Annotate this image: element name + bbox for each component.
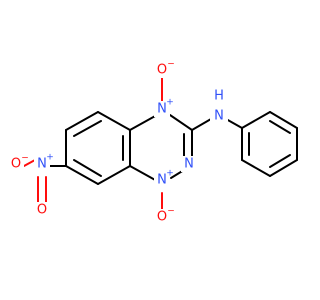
atom-n2: N (184, 157, 194, 172)
bond-layer (23, 77, 298, 219)
atom-n3-charge: + (166, 169, 174, 179)
bond-nitro-o-top (23, 159, 36, 167)
bond-ph-4-5 (269, 159, 298, 177)
atom-o1-charge: − (167, 60, 175, 70)
bond-c4a-c5 (97, 111, 131, 131)
atom-label-layer: N + O − H N N N + O − N + (8, 60, 228, 225)
bond-ph-5-6 (241, 159, 271, 177)
atom-o3: O (157, 210, 167, 225)
molecule-diagram: N + O − H N N N + O − N + (8, 59, 298, 225)
bond-c3-nh (191, 118, 212, 131)
atom-n1: N (157, 102, 167, 117)
atom-n1-charge: + (166, 98, 174, 108)
bond-ph-2-3-inner (269, 120, 291, 134)
nitro-o-top-label-bg (8, 156, 24, 172)
n1-label-bg (154, 101, 170, 117)
nitro-n-label-bg (34, 156, 50, 172)
n2-label-bg (181, 156, 197, 172)
n3-label-bg (154, 172, 170, 188)
molecule-structure: N + O − H N N N + O − N + (8, 59, 298, 225)
nh-label-bg (210, 104, 228, 128)
atom-nitro-n: N (37, 157, 47, 172)
bond-c5-c6 (65, 111, 99, 131)
o3-label-bg (154, 209, 170, 225)
bond-ph-1-2 (241, 111, 271, 129)
bond-c7-c8-inner (73, 159, 102, 177)
bond-n1-c3 (169, 114, 193, 131)
atom-nitro-o-top-charge: − (21, 154, 29, 164)
bond-c8-c8a (97, 165, 131, 185)
atom-nitro-o-top: O (11, 157, 21, 172)
bond-c4a-n1 (129, 114, 158, 131)
bond-n3-c8a (129, 165, 158, 182)
atom-nitro-o-bottom: O (37, 203, 47, 218)
nitro-o-bottom-label-bg (34, 202, 50, 218)
atom-nitro-n-charge: + (46, 153, 54, 163)
atom-o1: O (157, 63, 167, 78)
bond-ph-2-3 (269, 111, 298, 129)
bond-c5-c6-inner (73, 120, 102, 137)
bond-ph-4-5-inner (269, 154, 291, 168)
o1-label-bg (154, 62, 170, 78)
atom-o3-charge: − (167, 207, 175, 217)
atom-nh-n: N (214, 109, 224, 124)
bond-nh-ph (225, 118, 243, 129)
atom-nh-h: H (214, 89, 224, 104)
bond-c7-c8 (65, 165, 99, 185)
atom-n3: N (157, 173, 167, 188)
